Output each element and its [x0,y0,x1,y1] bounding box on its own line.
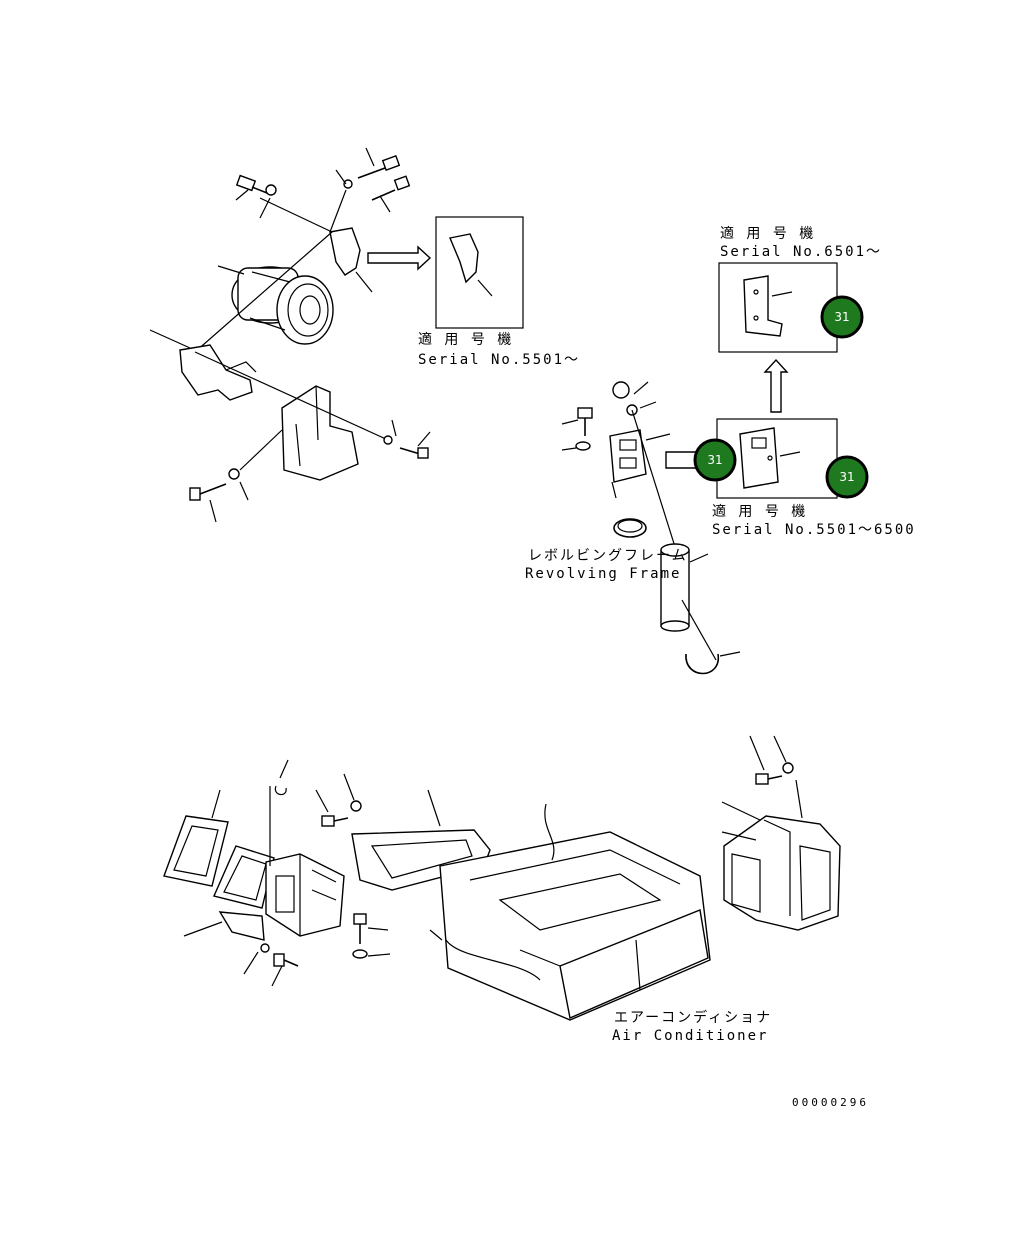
revolving-frame-label-jp: レボルビングフレーム [528,548,688,564]
bolt-icon [399,447,429,459]
receiver-assembly [561,381,741,675]
bolt-icon [321,815,349,827]
bolt-icon [353,913,367,944]
bracket-new-label-jp: 適 用 号 機 [720,225,815,242]
compressor-inset-label-en: Serial No.5501〜 [418,352,580,368]
bolt-icon [189,468,240,501]
reference-badge-text: 31 [707,453,722,467]
compressor-assembly [149,147,431,523]
reference-badge[interactable]: 31 [693,438,737,482]
air-conditioner-assembly [163,735,841,1021]
right-arrow-icon [367,245,432,271]
bolt-icon [235,174,277,196]
reference-badge-text: 31 [839,470,854,484]
up-arrow-icon [763,358,789,413]
reference-badge-text: 31 [834,310,849,324]
bolt-icon [755,773,783,785]
air-conditioner-label-en: Air Conditioner [612,1028,768,1044]
reference-badge[interactable]: 31 [825,455,869,499]
drawing-number: 00000296 [792,1096,869,1109]
bracket-old-label-jp: 適 用 号 機 [712,503,807,520]
bracket-new-label-en: Serial No.6501〜 [720,244,882,260]
air-conditioner-label-jp: エアーコンディショナ [614,1009,772,1026]
compressor-inset: 適 用 号 機 Serial No.5501〜 [418,216,580,368]
bolt-icon [343,155,401,189]
bracket-old-label-en: Serial No.5501〜6500 [712,522,916,538]
revolving-frame-label-en: Revolving Frame [525,566,681,582]
bolt-icon [577,407,593,436]
bolt-icon [371,175,411,201]
compressor-inset-label-jp: 適 用 号 機 [418,331,513,348]
bracket-old-inset: 適 用 号 機 Serial No.5501〜6500 [712,418,916,538]
bolt-icon [273,953,299,967]
reference-badge[interactable]: 31 [820,295,864,339]
bracket-new-inset: 適 用 号 機 Serial No.6501〜 [718,225,882,353]
